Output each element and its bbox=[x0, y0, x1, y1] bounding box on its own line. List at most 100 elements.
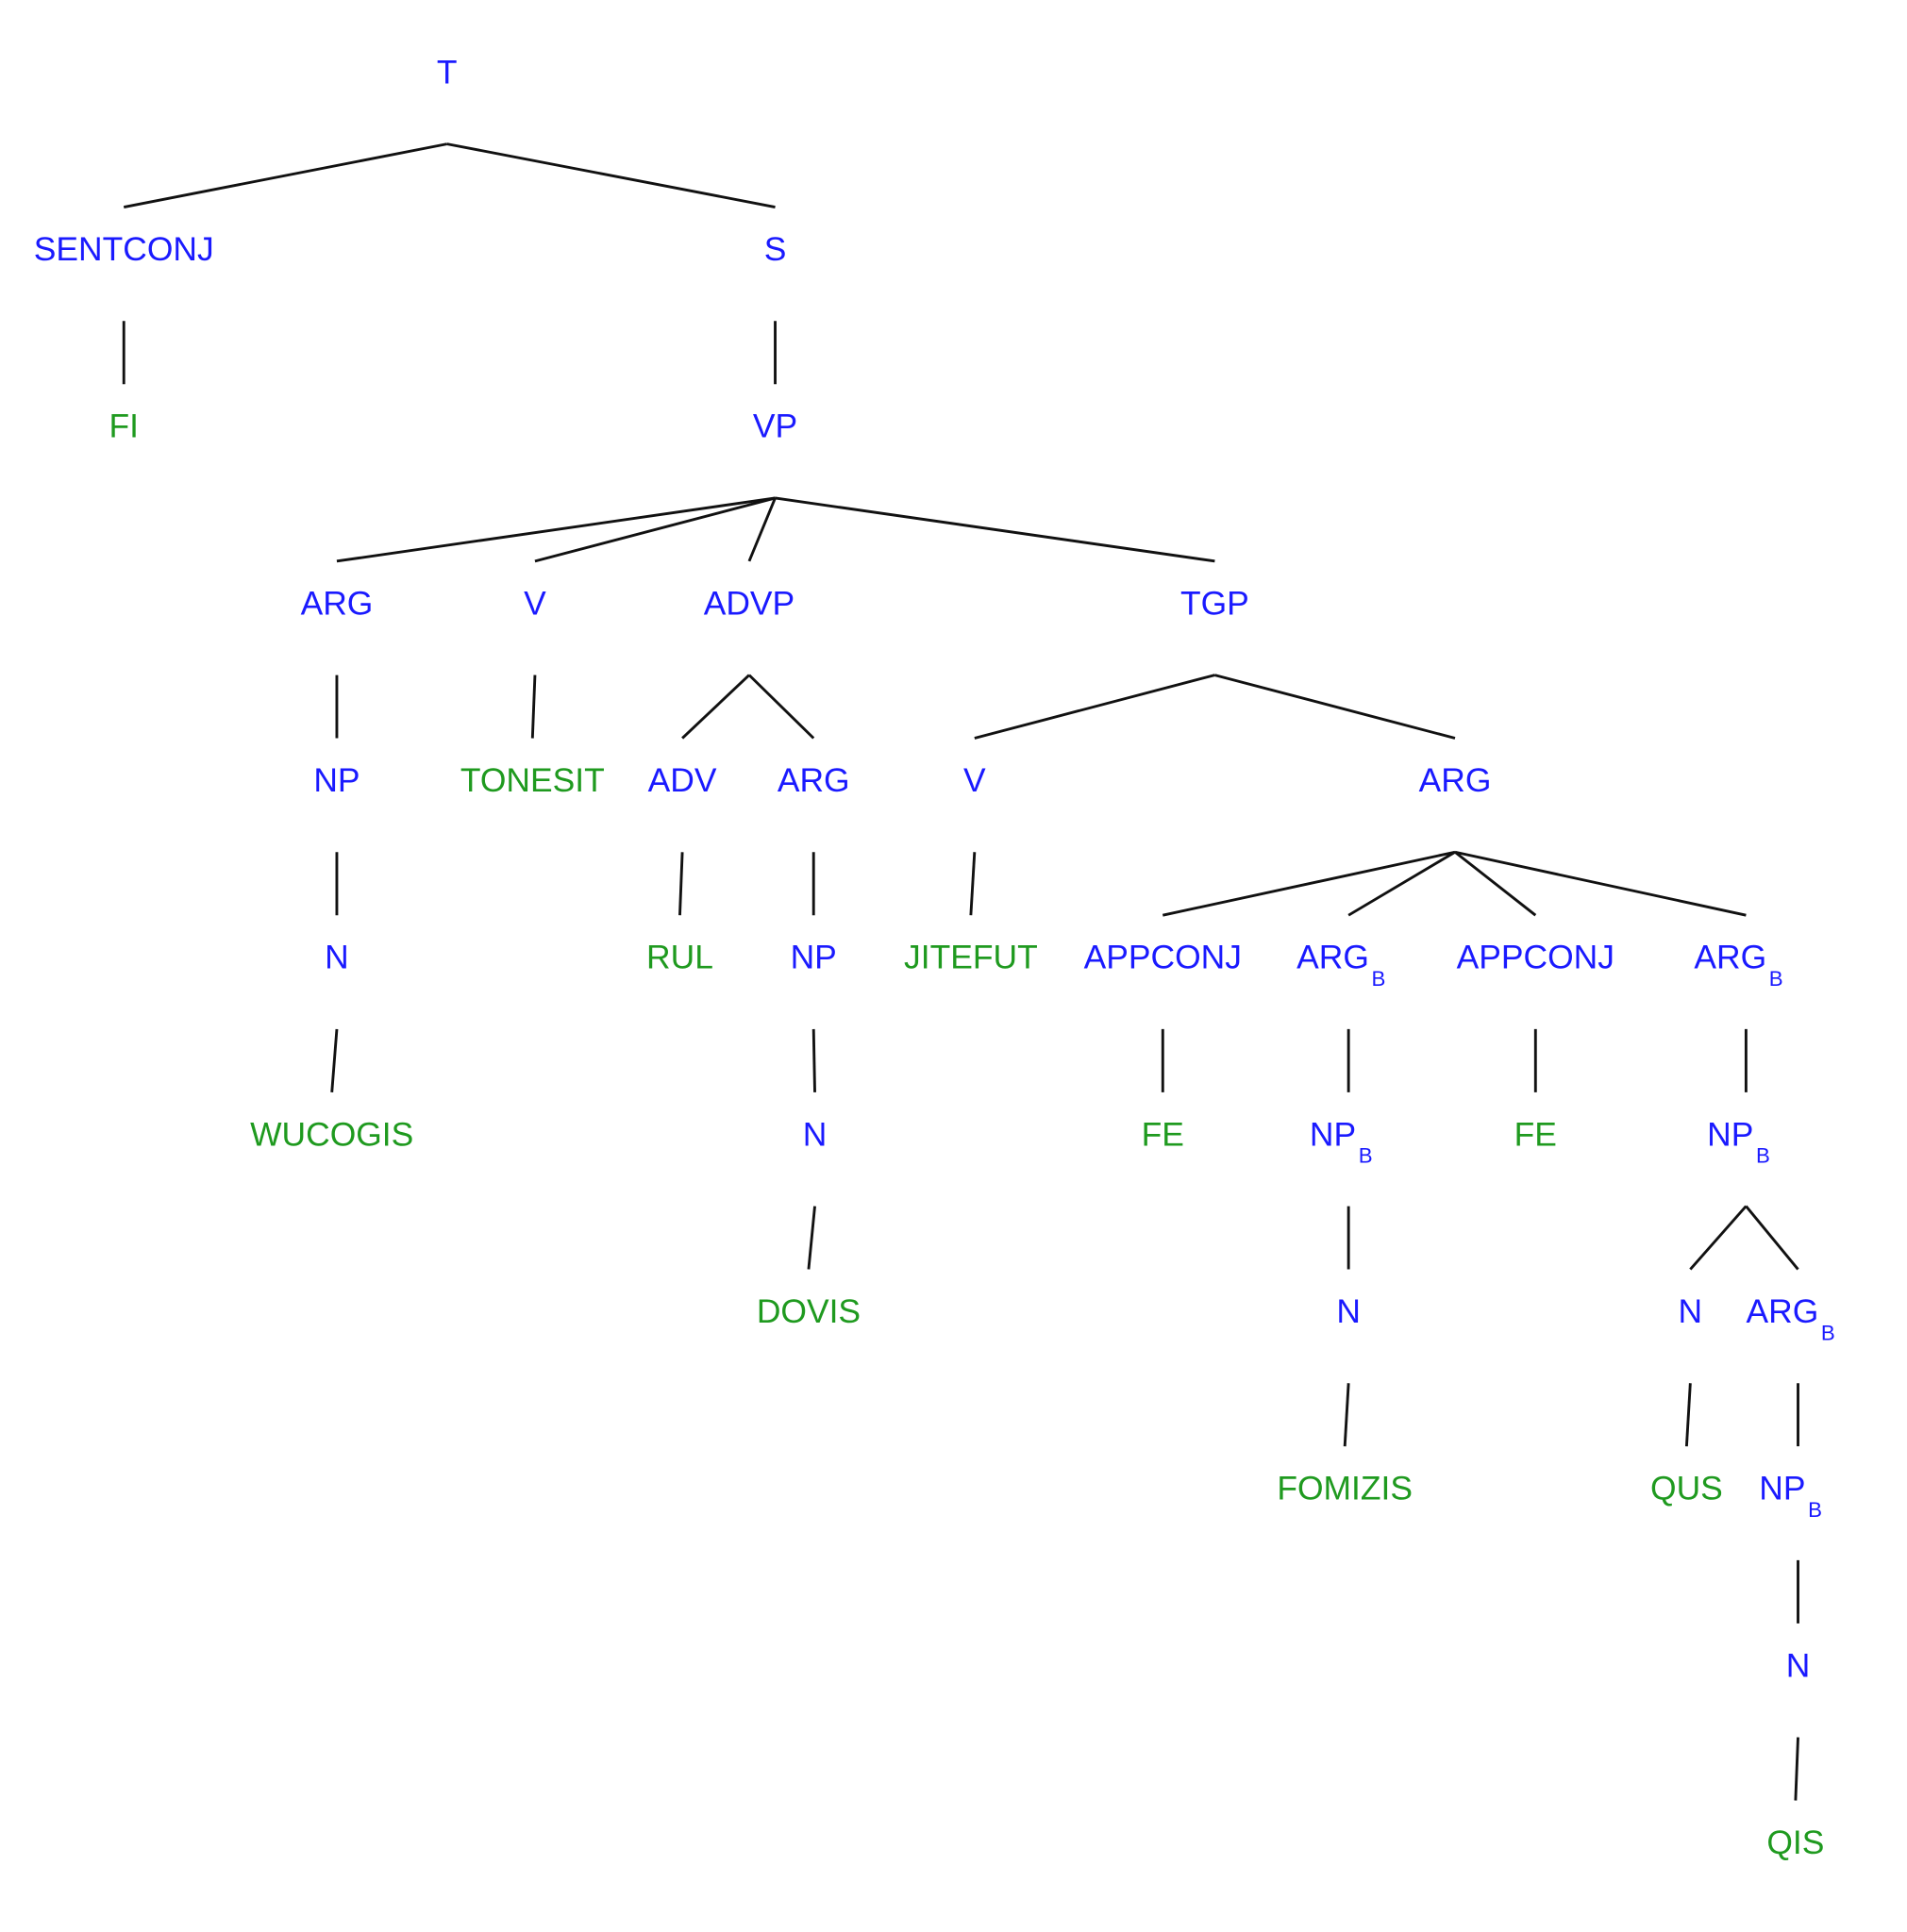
node-label: ARG bbox=[301, 584, 374, 622]
terminal-node: FOMIZIS bbox=[1277, 1470, 1413, 1507]
nonterminal-node: V bbox=[963, 761, 986, 799]
terminal-node: FI bbox=[109, 408, 138, 445]
node-label: NP bbox=[1310, 1115, 1356, 1153]
nonterminal-node: ADVP bbox=[704, 584, 795, 622]
node-label: ARG bbox=[778, 761, 850, 799]
tree-edge bbox=[747, 497, 777, 562]
nonterminal-node: NPB bbox=[1707, 1115, 1770, 1167]
node-label: N bbox=[803, 1115, 828, 1153]
nonterminal-node: N bbox=[1336, 1292, 1361, 1330]
node-label: VP bbox=[753, 408, 797, 445]
node-label: ARG bbox=[1419, 761, 1492, 799]
nonterminal-node: S bbox=[764, 230, 787, 268]
node-label: S bbox=[764, 230, 787, 268]
nonterminal-node: ARGB bbox=[1747, 1292, 1835, 1344]
node-label: WUCOGIS bbox=[250, 1115, 413, 1153]
node-label: N bbox=[325, 939, 349, 976]
node-label: FI bbox=[109, 408, 138, 445]
node-label: NP bbox=[1759, 1470, 1805, 1507]
tree-edge bbox=[1454, 850, 1747, 917]
tree-edge bbox=[969, 852, 977, 916]
tree-edge bbox=[1347, 851, 1456, 917]
tree-edge bbox=[681, 674, 750, 740]
node-subscript: B bbox=[1359, 1144, 1373, 1168]
nonterminal-node: N bbox=[325, 939, 349, 976]
nonterminal-node: TGP bbox=[1180, 584, 1249, 622]
terminal-node: FE bbox=[1514, 1115, 1557, 1153]
tree-edge bbox=[123, 142, 448, 208]
terminal-node: FE bbox=[1142, 1115, 1184, 1153]
node-label: ARG bbox=[1694, 939, 1766, 976]
nonterminal-node: ARGB bbox=[1296, 939, 1385, 991]
node-label: RUL bbox=[646, 939, 713, 976]
node-subscript: B bbox=[1769, 967, 1783, 991]
tree-edge bbox=[811, 1028, 816, 1092]
nonterminal-node: V bbox=[524, 584, 546, 622]
tree-edge bbox=[1162, 850, 1456, 917]
nonterminal-node: ARGB bbox=[1694, 939, 1782, 991]
tree-edge bbox=[1745, 1205, 1799, 1271]
nonterminal-node: NP bbox=[791, 939, 837, 976]
node-label: T bbox=[437, 53, 458, 91]
nonterminal-node: ARG bbox=[1419, 761, 1492, 799]
node-label: JITEFUT bbox=[904, 939, 1038, 976]
node-label: ARG bbox=[1747, 1292, 1819, 1330]
node-label: FOMIZIS bbox=[1277, 1470, 1413, 1507]
node-label: NP bbox=[1707, 1115, 1753, 1153]
tree-edge bbox=[678, 852, 684, 916]
node-subscript: B bbox=[1808, 1498, 1822, 1522]
node-label: APPCONJ bbox=[1084, 939, 1242, 976]
terminal-node: TONESIT bbox=[460, 761, 605, 799]
terminal-node: QIS bbox=[1766, 1824, 1824, 1861]
node-label: N bbox=[1336, 1292, 1361, 1330]
nonterminal-node: APPCONJ bbox=[1457, 939, 1614, 976]
tree-edge bbox=[530, 675, 537, 739]
nonterminal-node: N bbox=[1786, 1646, 1811, 1684]
nonterminal-node: SENTCONJ bbox=[34, 230, 214, 268]
terminal-node: RUL bbox=[646, 939, 713, 976]
node-label: V bbox=[963, 761, 986, 799]
node-label: FE bbox=[1142, 1115, 1184, 1153]
node-label: NP bbox=[791, 939, 837, 976]
node-label: TONESIT bbox=[460, 761, 605, 799]
tree-edge bbox=[807, 1206, 816, 1270]
node-label: N bbox=[1786, 1646, 1811, 1684]
nonterminal-node: ADV bbox=[648, 761, 717, 799]
tree-edge bbox=[336, 496, 776, 563]
nonterminal-node: APPCONJ bbox=[1084, 939, 1242, 976]
tree-edge bbox=[974, 674, 1215, 740]
node-label: ADVP bbox=[704, 584, 795, 622]
terminal-node: JITEFUT bbox=[904, 939, 1038, 976]
nonterminal-node: ARG bbox=[301, 584, 374, 622]
terminal-node: DOVIS bbox=[757, 1292, 861, 1330]
tree-edge bbox=[1214, 674, 1456, 740]
node-subscript: B bbox=[1756, 1144, 1770, 1168]
nonterminal-node: NPB bbox=[1759, 1470, 1822, 1522]
nonterminal-node: NP bbox=[313, 761, 360, 799]
tree-edge bbox=[1343, 1383, 1350, 1447]
node-label: ARG bbox=[1296, 939, 1369, 976]
node-label: NP bbox=[313, 761, 360, 799]
node-label: FE bbox=[1514, 1115, 1557, 1153]
nonterminal-node: N bbox=[803, 1115, 828, 1153]
node-label: QIS bbox=[1766, 1824, 1824, 1861]
tree-edge bbox=[1684, 1383, 1692, 1447]
tree-edge bbox=[775, 496, 1215, 563]
node-label: TGP bbox=[1180, 584, 1249, 622]
nonterminal-node: ARG bbox=[778, 761, 850, 799]
tree-edge bbox=[1454, 851, 1537, 917]
node-label: DOVIS bbox=[757, 1292, 861, 1330]
tree-edge bbox=[747, 674, 815, 740]
node-label: SENTCONJ bbox=[34, 230, 214, 268]
node-label: N bbox=[1679, 1292, 1703, 1330]
terminal-node: WUCOGIS bbox=[250, 1115, 413, 1153]
tree-edge bbox=[1794, 1737, 1799, 1801]
tree-edge bbox=[330, 1028, 339, 1092]
node-label: QUS bbox=[1650, 1470, 1723, 1507]
node-label: V bbox=[524, 584, 546, 622]
tree-edge bbox=[534, 496, 776, 563]
tree-edge bbox=[446, 142, 776, 208]
nonterminal-node: NPB bbox=[1310, 1115, 1373, 1167]
node-label: ADV bbox=[648, 761, 717, 799]
